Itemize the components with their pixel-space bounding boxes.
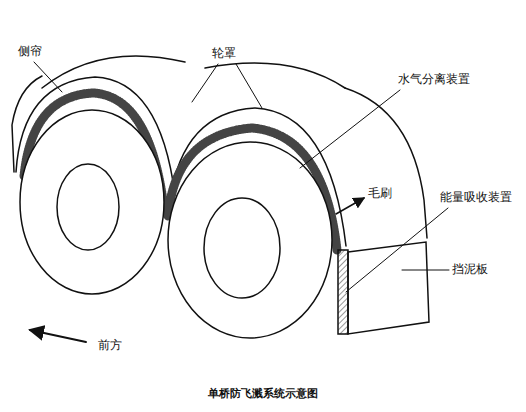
part-label: 毛刷 <box>368 186 392 200</box>
part-label: 能量吸收装置 <box>440 190 512 204</box>
part-label: 挡泥板 <box>452 262 488 276</box>
part-label: 轮罩 <box>212 46 236 60</box>
figure-caption: 单桥防飞溅系统示意图 <box>208 386 318 401</box>
part-label: 水气分离装置 <box>398 72 470 86</box>
part-label: 侧帘 <box>18 44 42 58</box>
part-label: 前方 <box>98 338 122 352</box>
